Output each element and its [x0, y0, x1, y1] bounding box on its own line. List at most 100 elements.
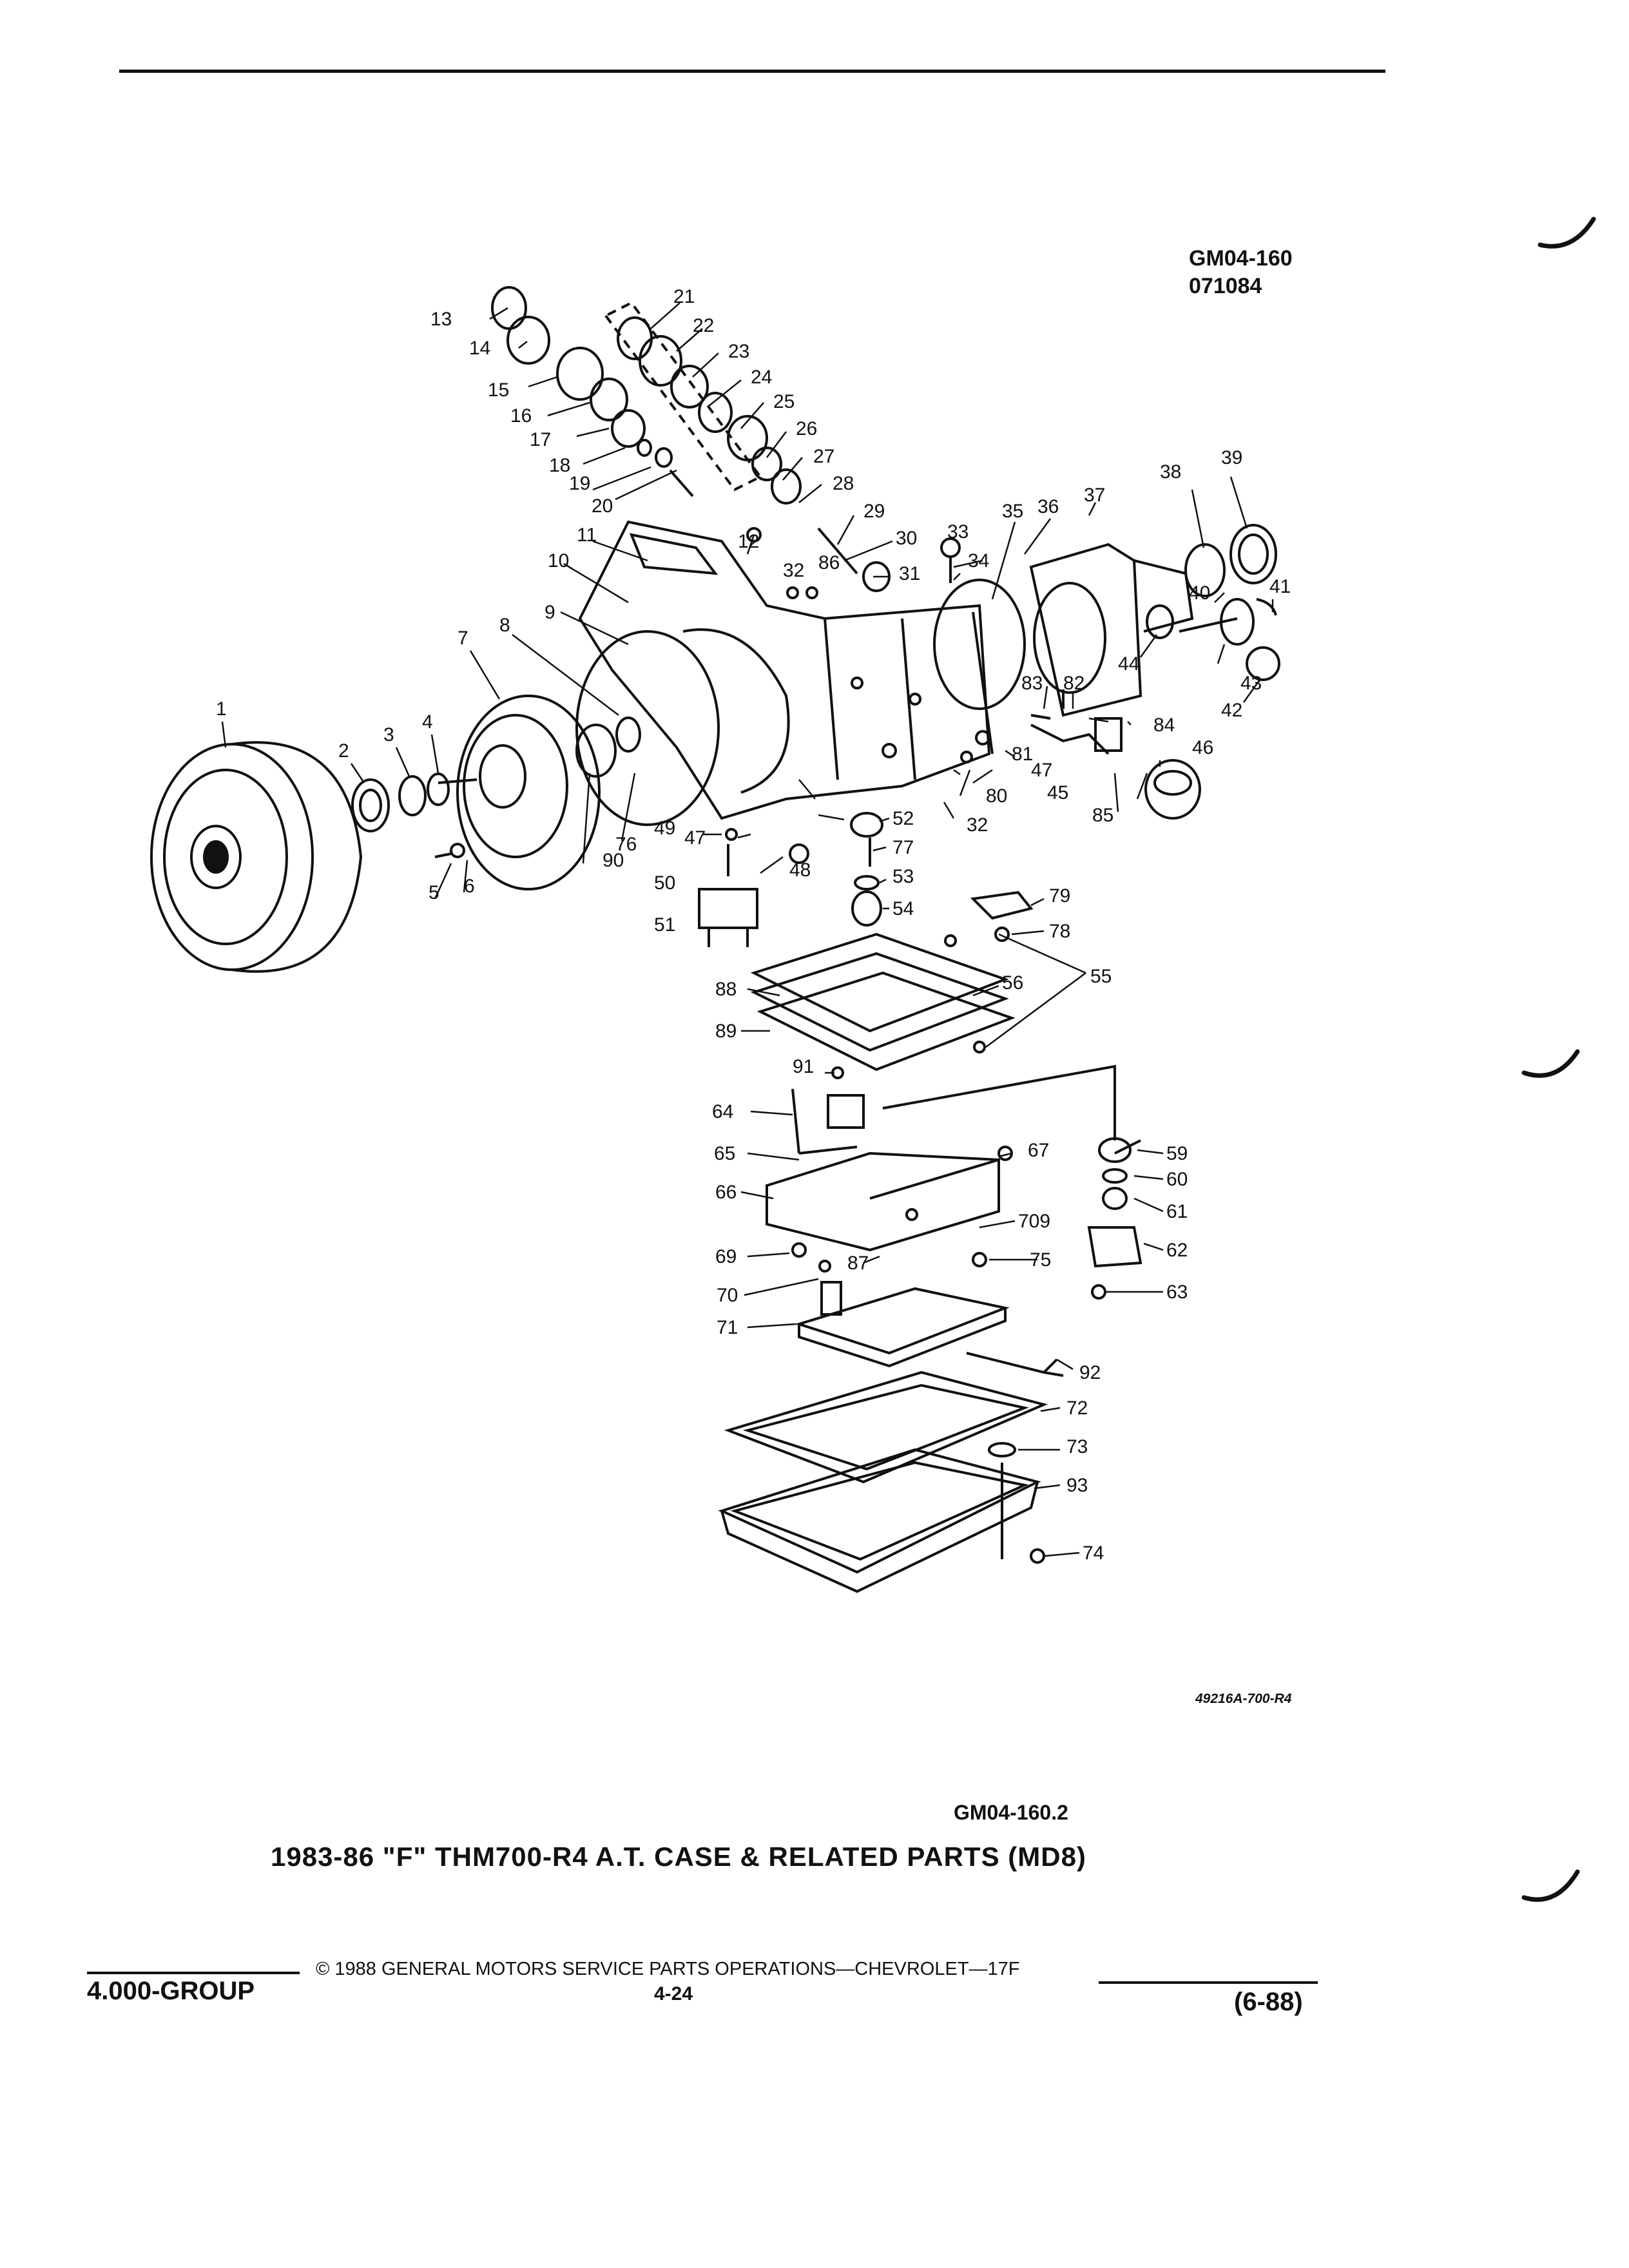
callout-32: 32	[967, 814, 988, 836]
callout-39: 39	[1221, 447, 1242, 468]
callout-10: 10	[548, 550, 569, 572]
callout-90: 90	[602, 850, 624, 871]
callout-31: 31	[899, 563, 920, 584]
callout-41: 41	[1269, 576, 1291, 597]
callout-88: 88	[715, 979, 737, 1000]
header-date: 071084	[1189, 274, 1262, 298]
callout-84: 84	[1153, 715, 1175, 736]
caption-title: 1983-86 "F" THM700-R4 A.T. CASE & RELATE…	[271, 1841, 1086, 1872]
callout-37: 37	[1084, 485, 1105, 506]
callout-75: 75	[1030, 1249, 1051, 1271]
callout-72: 72	[1066, 1398, 1088, 1419]
callout-24: 24	[751, 367, 772, 388]
callout-63: 63	[1166, 1282, 1188, 1303]
footer-rule-right	[1099, 1981, 1318, 1984]
footer-group: 4.000-GROUP	[87, 1977, 255, 2005]
callout-91: 91	[793, 1056, 814, 1077]
callout-62: 62	[1166, 1240, 1188, 1261]
callout-4: 4	[422, 711, 433, 733]
callout-45: 45	[1047, 782, 1068, 803]
callout-80: 80	[986, 785, 1007, 807]
callout-709: 709	[1018, 1211, 1050, 1232]
header-code: GM04-160	[1189, 246, 1293, 271]
callout-18: 18	[549, 455, 570, 476]
callout-74: 74	[1083, 1542, 1104, 1564]
callout-7: 7	[458, 628, 468, 649]
callout-85: 85	[1092, 805, 1113, 826]
callout-27: 27	[813, 446, 834, 467]
callout-78: 78	[1049, 921, 1070, 942]
oil-pump-drawing	[438, 695, 601, 890]
callout-38: 38	[1160, 461, 1181, 483]
callout-76: 76	[615, 834, 637, 855]
callout-25: 25	[773, 391, 795, 412]
callout-29: 29	[863, 501, 885, 522]
callout-51: 51	[654, 914, 675, 936]
callout-28: 28	[833, 473, 854, 494]
oil-pan-drawing	[718, 1370, 1048, 1593]
callout-15: 15	[488, 380, 509, 401]
callout-36: 36	[1037, 496, 1059, 517]
callout-50: 50	[654, 872, 675, 894]
callout-87: 87	[847, 1253, 869, 1274]
callout-60: 60	[1166, 1169, 1188, 1190]
callout-12: 12	[738, 531, 759, 552]
callout-3: 3	[383, 724, 394, 745]
callout-77: 77	[892, 837, 914, 858]
callout-52: 52	[892, 808, 914, 829]
callout-40: 40	[1189, 582, 1210, 604]
callout-8: 8	[499, 615, 510, 636]
callout-16: 16	[510, 405, 532, 427]
callout-43: 43	[1240, 673, 1262, 694]
callout-26: 26	[796, 418, 817, 439]
callout-73: 73	[1066, 1436, 1088, 1457]
callout-46: 46	[1192, 737, 1213, 758]
callout-65: 65	[714, 1143, 735, 1164]
callout-34: 34	[968, 550, 989, 572]
callout-35: 35	[1002, 501, 1023, 522]
callout-54: 54	[892, 898, 914, 919]
footer-copyright: © 1988 GENERAL MOTORS SERVICE PARTS OPER…	[316, 1959, 1020, 1979]
callout-67: 67	[1028, 1140, 1049, 1161]
transmission-case-drawing	[578, 520, 994, 820]
valve-body-drawing	[766, 1088, 1000, 1252]
callout-47: 47	[1031, 760, 1052, 781]
callout-11: 11	[577, 524, 597, 546]
callout-20: 20	[592, 495, 613, 517]
callout-79: 79	[1049, 885, 1070, 907]
callout-71: 71	[717, 1317, 738, 1338]
footer-page-number: 4-24	[654, 1983, 693, 2004]
callout-64: 64	[712, 1101, 733, 1122]
callout-81: 81	[1012, 744, 1033, 765]
callout-5: 5	[429, 882, 439, 903]
callout-17: 17	[530, 429, 551, 450]
callout-66: 66	[715, 1182, 737, 1203]
callout-19: 19	[569, 473, 590, 494]
callout-23: 23	[728, 341, 749, 362]
top-rule	[119, 70, 1385, 73]
illustration-number: 49216A-700-R4	[1195, 1691, 1292, 1706]
footer-rule-left	[87, 1972, 300, 1974]
callout-6: 6	[464, 876, 475, 897]
callout-53: 53	[892, 866, 914, 887]
callout-61: 61	[1166, 1201, 1188, 1222]
binder-mark-middle	[1521, 1049, 1580, 1078]
callout-30: 30	[896, 528, 917, 549]
callout-82: 82	[1063, 673, 1084, 694]
callout-86: 86	[818, 552, 840, 573]
callout-69: 69	[715, 1246, 737, 1267]
callout-48: 48	[789, 860, 811, 881]
callout-14: 14	[469, 338, 490, 359]
callout-59: 59	[1166, 1143, 1188, 1164]
extension-housing-drawing	[933, 524, 1280, 717]
callout-44: 44	[1118, 653, 1139, 675]
callout-32: 32	[783, 560, 804, 581]
callout-92: 92	[1079, 1362, 1101, 1383]
torque-converter-drawing	[150, 741, 363, 973]
callout-33: 33	[947, 521, 969, 543]
callout-42: 42	[1221, 700, 1242, 721]
callout-1: 1	[216, 698, 227, 720]
callout-56: 56	[1002, 972, 1023, 994]
